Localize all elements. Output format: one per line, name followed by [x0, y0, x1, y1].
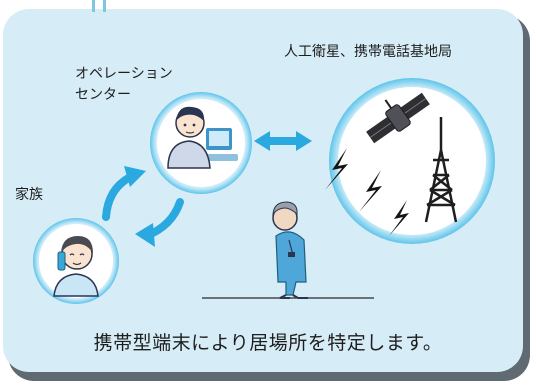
satellite-base-circle: [325, 78, 495, 244]
caption: 携帯型端末により居場所を特定します。: [93, 332, 443, 354]
label-satellite-base: 人工衛星、携帯電話基地局: [284, 44, 452, 60]
label-operation-center-line1: オペレーション: [75, 66, 173, 82]
elderly-person-icon: [202, 201, 374, 299]
label-family: 家族: [15, 187, 43, 203]
satellite-icon: [366, 92, 430, 144]
family-phone-icon: [53, 236, 99, 297]
label-operation-center-line2: センター: [75, 87, 131, 103]
cell-tower-icon: [424, 117, 458, 223]
operator-icon: [167, 106, 211, 169]
panel-connector: [92, 0, 106, 12]
lightning-icon: [325, 148, 409, 236]
curved-arrow-icon: [102, 172, 184, 240]
family-circle: [33, 218, 119, 304]
curved-arrow-heads: [124, 166, 155, 247]
double-arrow-icon: [254, 131, 312, 151]
operation-center-circle: [150, 92, 252, 194]
